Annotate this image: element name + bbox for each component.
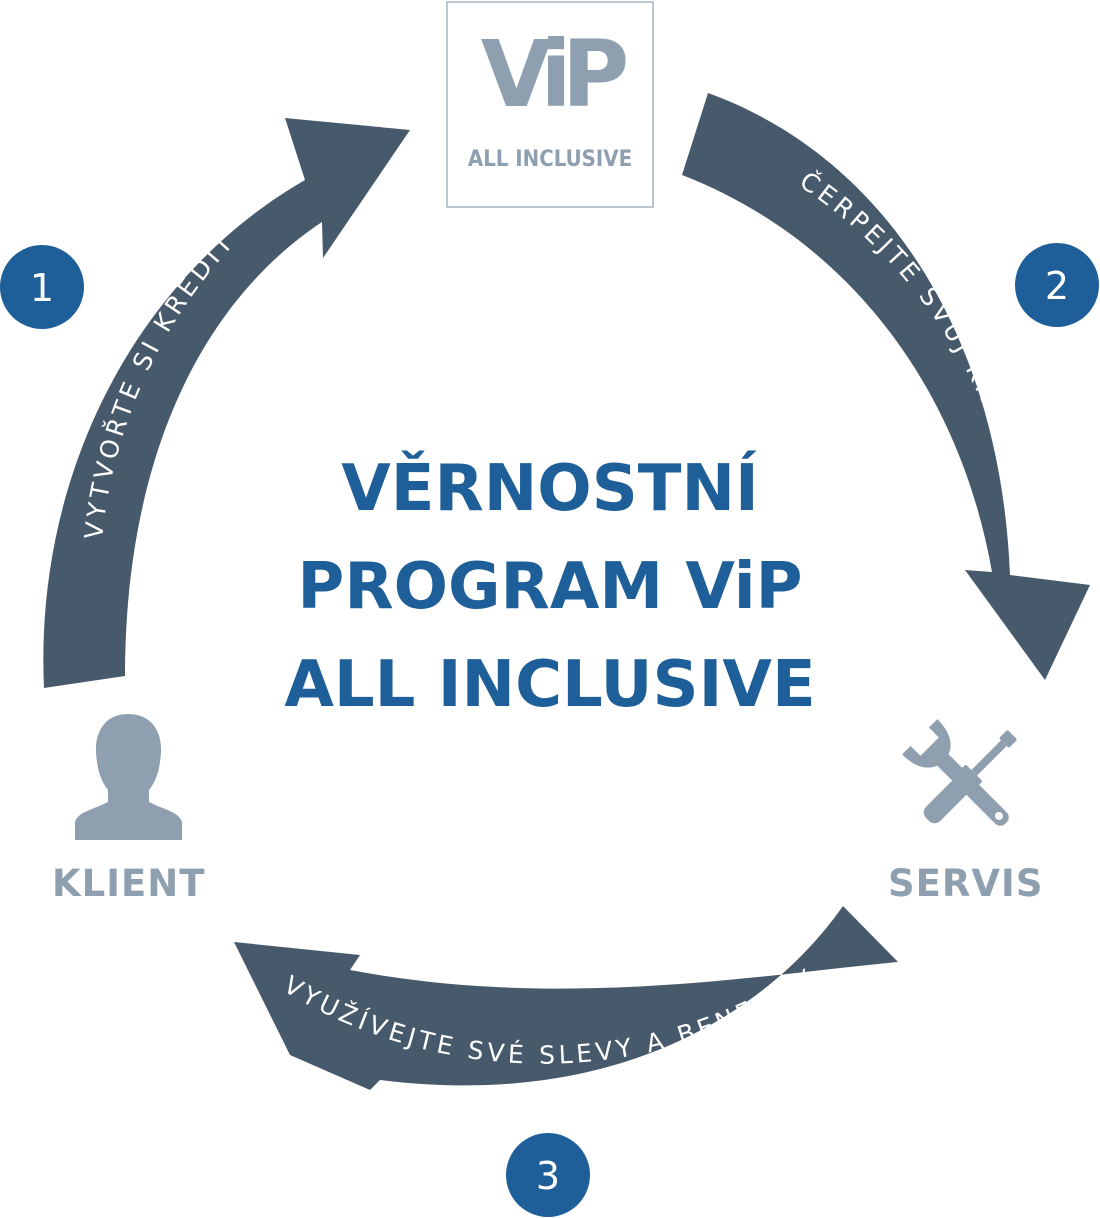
arrow-2-body xyxy=(682,93,1090,680)
vip-logo: ViP ALL INCLUSIVE xyxy=(446,1,654,208)
arrow-1-body xyxy=(43,118,410,688)
step-badge-2: 2 xyxy=(1015,243,1099,327)
step-badge-2-number: 2 xyxy=(1045,264,1069,308)
step-badge-1-number: 1 xyxy=(30,266,54,310)
program-title: VĚRNOSTNÍ PROGRAM ViP ALL INCLUSIVE xyxy=(150,440,950,734)
step-badge-3: 3 xyxy=(506,1133,590,1217)
vip-logo-subtitle: ALL INCLUSIVE xyxy=(467,147,633,172)
program-title-line-2: PROGRAM ViP xyxy=(297,550,803,624)
tools-icon xyxy=(902,719,1017,826)
step-badge-1-circle xyxy=(0,245,84,329)
program-title-line-3: ALL INCLUSIVE xyxy=(284,648,816,722)
step-badge-3-circle xyxy=(506,1133,590,1217)
step-badge-3-number: 3 xyxy=(536,1154,560,1198)
step-badge-2-circle xyxy=(1015,243,1099,327)
vip-logo-brand: ViP xyxy=(480,21,630,128)
person-icon xyxy=(75,714,182,840)
arrow-step-3: VYUŽÍVEJTE SVÉ SLEVY A BENEFITY xyxy=(234,906,898,1090)
arrow-3-body xyxy=(234,906,898,1090)
program-title-line-1: VĚRNOSTNÍ xyxy=(341,452,759,526)
servis-label: SERVIS xyxy=(888,862,1044,905)
klient-label: KLIENT xyxy=(52,862,206,905)
step-badge-1: 1 xyxy=(0,245,84,329)
